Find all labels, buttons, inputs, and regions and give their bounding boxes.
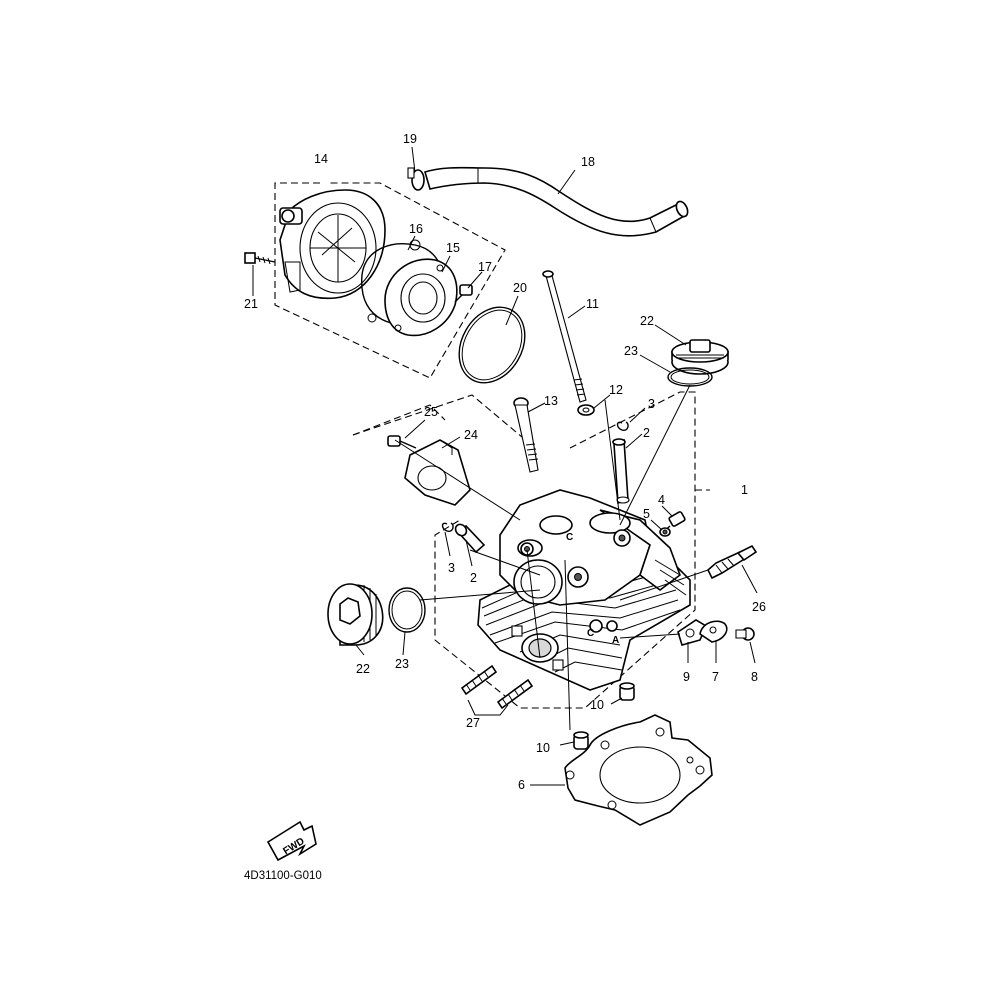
- callout-25: 25: [424, 405, 438, 419]
- bolt-13: [513, 397, 539, 473]
- valve-guide-left: [454, 523, 486, 554]
- group-outline-25: [352, 404, 446, 436]
- callout-8: 8: [751, 670, 758, 684]
- fwd-arrow-icon: FWD: [266, 820, 317, 862]
- callout-16: 16: [409, 222, 423, 236]
- intake-joint-24: [404, 439, 471, 506]
- washer-12: [577, 404, 595, 416]
- callout-3-right: 3: [648, 397, 655, 411]
- diagram-code: 4D31100-G010: [244, 870, 322, 882]
- callout-22-top: 22: [640, 314, 654, 328]
- callout-10-lower: 10: [536, 741, 550, 755]
- o-ring-20: [458, 306, 526, 384]
- valve-guide-right: [612, 438, 630, 505]
- stud-27-a: [460, 664, 498, 696]
- plug-cap-22-left: [327, 583, 384, 646]
- callout-21: 21: [244, 297, 258, 311]
- gasket-7: [699, 620, 728, 643]
- callout-11: 11: [586, 297, 599, 311]
- callout-22-left: 22: [356, 662, 370, 676]
- stud-27-b: [496, 678, 534, 710]
- cylinder-head: C C A: [477, 489, 691, 691]
- callout-10-upper: 10: [590, 698, 604, 712]
- callout-17: 17: [478, 260, 492, 274]
- breather-cap-assembly: [279, 189, 386, 300]
- hose-clamp: [407, 167, 425, 191]
- dowel-pin-upper: [619, 682, 635, 701]
- callout-2-right: 2: [643, 426, 650, 440]
- callout-6: 6: [518, 778, 525, 792]
- callout-26: 26: [752, 600, 766, 614]
- callout-24: 24: [464, 428, 478, 442]
- washer-5: [659, 527, 671, 537]
- breather-hose: [424, 166, 689, 237]
- circlip-left: [441, 522, 454, 533]
- leader-lines: [252, 146, 758, 786]
- head-gasket: [564, 714, 713, 826]
- callout-2-left: 2: [470, 571, 477, 585]
- callout-18: 18: [581, 155, 595, 169]
- callout-7: 7: [712, 670, 719, 684]
- callout-1: 1: [741, 483, 748, 497]
- callout-12: 12: [609, 383, 623, 397]
- valve-cap-22-top: [671, 339, 729, 375]
- callout-23-left: 23: [395, 657, 409, 671]
- spark-plug: [707, 544, 758, 580]
- dowel-pin-lower: [573, 731, 589, 750]
- callout-23-top: 23: [624, 344, 638, 358]
- screw-8: [735, 627, 755, 641]
- callout-13: 13: [544, 394, 558, 408]
- o-ring-23-left: [388, 587, 426, 633]
- callout-9: 9: [683, 670, 690, 684]
- callout-5: 5: [643, 507, 650, 521]
- callout-15: 15: [446, 241, 460, 255]
- svg-text:C: C: [566, 532, 573, 543]
- bolt-25: [387, 435, 417, 449]
- callout-3-left: 3: [448, 561, 455, 575]
- callout-20: 20: [513, 281, 527, 295]
- callout-19: 19: [403, 132, 417, 146]
- circlip-right: [616, 421, 629, 432]
- callout-4: 4: [658, 493, 665, 507]
- group-outline-1: [352, 391, 710, 709]
- group-outline-14: [274, 182, 506, 379]
- svg-text:A: A: [612, 635, 619, 646]
- callout-27: 27: [466, 716, 480, 730]
- callout-14: 14: [314, 152, 328, 166]
- bolt-21: [244, 252, 276, 265]
- svg-text:C: C: [587, 628, 594, 639]
- stud-bolt-11: [542, 270, 587, 403]
- breather-plate: [384, 258, 458, 337]
- callout-labels: 1 2 2 3 3 4 5 6 7 8 9 10 10 11 12 13 14 …: [244, 132, 766, 792]
